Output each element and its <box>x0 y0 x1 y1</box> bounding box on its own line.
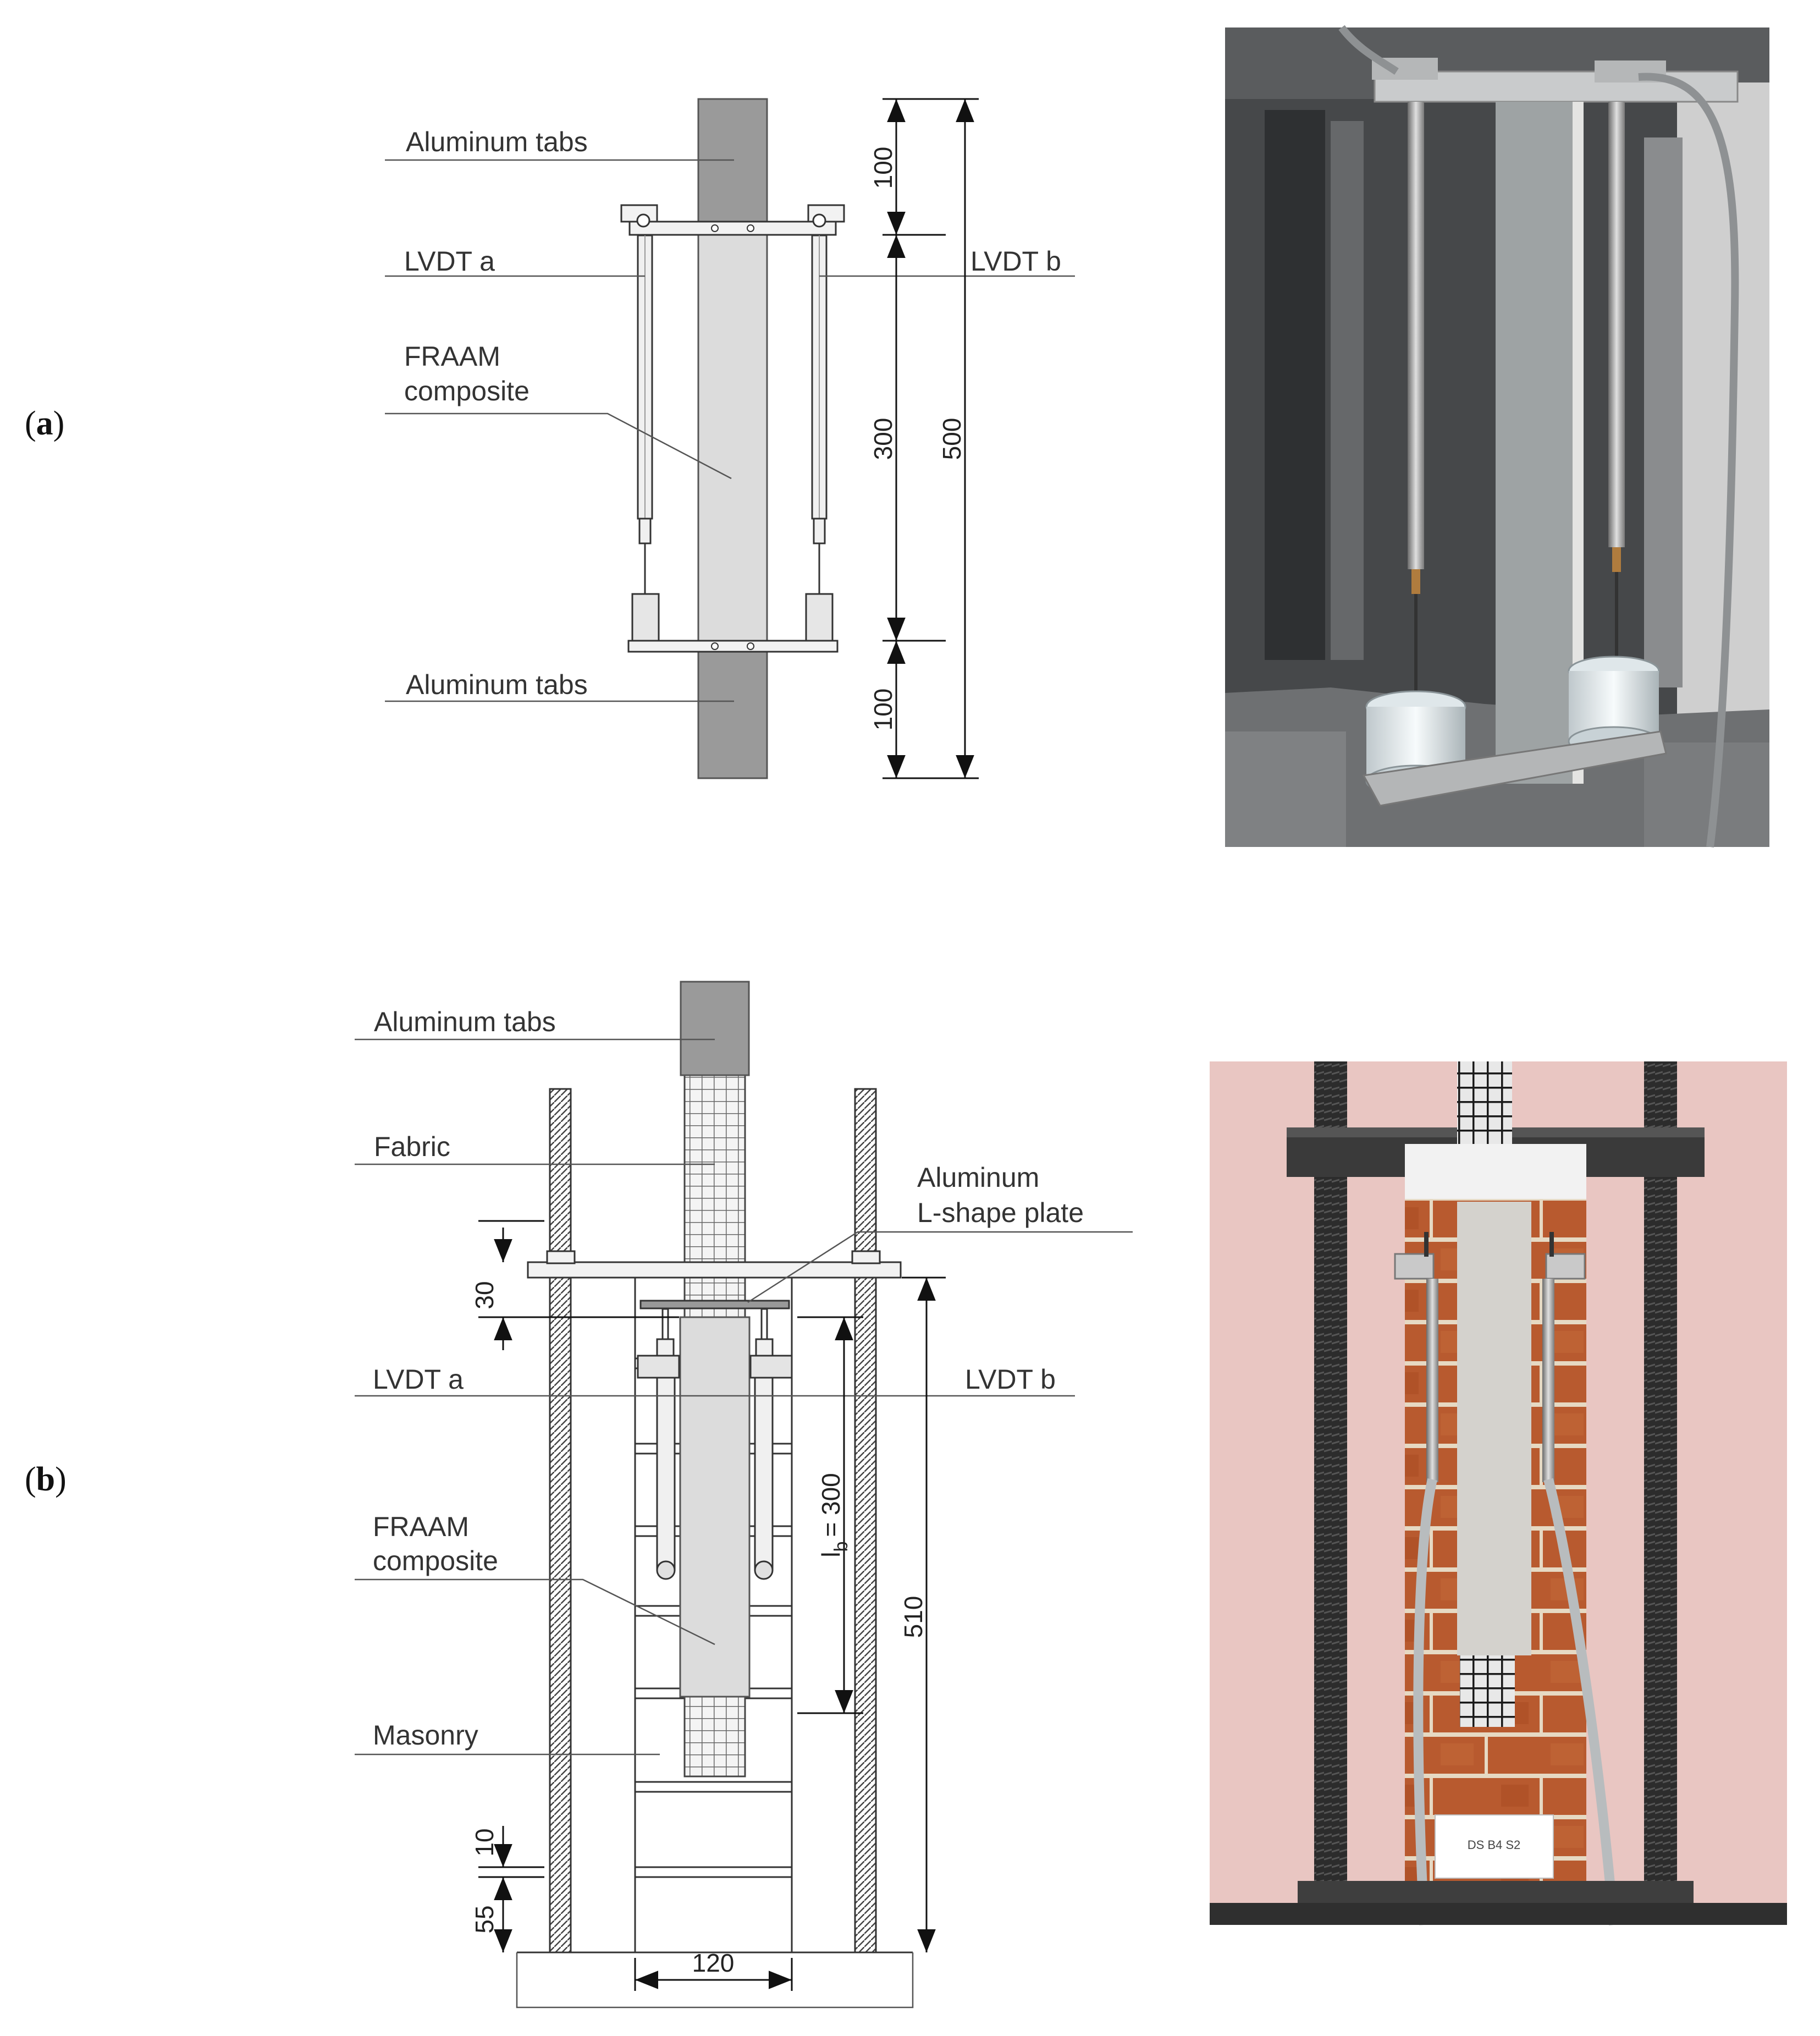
panel-label-b: (b) <box>25 1461 67 1498</box>
l-shape-plate <box>639 1300 790 1309</box>
leader-composite-a <box>385 412 732 480</box>
label-aluminum-tabs-b: Aluminum tabs <box>374 1006 556 1037</box>
aluminum-tab-bottom <box>697 640 768 779</box>
dim-b-30: 30 <box>470 1281 499 1309</box>
dim-a-bottom: 100 <box>869 689 897 731</box>
dimension-lines-b <box>478 1220 946 1991</box>
label-lvdt-b-a: LVDT b <box>970 246 1061 277</box>
lvdt-a-drawing <box>631 234 660 642</box>
dim-b-10: 10 <box>470 1828 499 1856</box>
aluminum-tab-top <box>697 98 768 235</box>
panel-letter-a: a <box>36 405 53 442</box>
dim-a-mid: 300 <box>869 418 897 460</box>
dim-b-55: 55 <box>470 1905 499 1933</box>
label-lvdt-b-b: LVDT b <box>965 1364 1056 1395</box>
dim-a-top: 100 <box>869 147 897 189</box>
specimen-tag-label: DS B4 S2 <box>1468 1838 1521 1852</box>
bottom-plate <box>627 640 839 653</box>
dim-b-bond-prefix: l <box>817 1552 845 1558</box>
top-clamp-bar <box>620 204 845 236</box>
threaded-rod-right <box>854 1088 877 1954</box>
panel-letter-b: b <box>36 1461 56 1498</box>
lvdt-a-drawing-b <box>637 1308 680 1580</box>
dim-b-bond-length: lb = 300 <box>817 1473 852 1558</box>
label-composite-a-1: FRAAM <box>404 341 500 372</box>
label-masonry-b: Masonry <box>373 1720 478 1751</box>
dimension-lines-a <box>883 98 979 779</box>
label-composite-b-1: FRAAM <box>373 1511 469 1542</box>
leader-composite-b <box>355 1578 715 1646</box>
label-lvdt-a-b: LVDT a <box>373 1364 464 1395</box>
cross-plate <box>527 1261 902 1279</box>
panel-label-a: (a) <box>25 405 65 442</box>
leader-plate-b <box>747 1231 1133 1303</box>
fraam-composite-strip <box>697 233 768 642</box>
panel-b-photo: DS B4 S2 <box>1210 1061 1787 1925</box>
lvdt-b-drawing <box>805 234 834 642</box>
dim-b-510: 510 <box>899 1596 928 1638</box>
label-plate-b-1: Aluminum <box>917 1162 1039 1193</box>
panel-a-drawing: Aluminum tabs LVDT a LVDT b FRAAM compos… <box>385 98 1075 779</box>
lvdt-b-drawing-b <box>749 1308 793 1580</box>
fraam-composite-b <box>679 1316 751 1698</box>
aluminum-tab-b <box>680 981 750 1076</box>
dim-b-120: 120 <box>692 1949 735 1977</box>
label-plate-b-2: L-shape plate <box>917 1197 1084 1228</box>
panel-a-photo <box>1225 25 1769 848</box>
label-composite-b-2: composite <box>373 1545 498 1576</box>
threaded-rod-left <box>549 1088 572 1954</box>
label-lvdt-a-a: LVDT a <box>404 246 495 277</box>
label-aluminum-tabs-bottom-a: Aluminum tabs <box>406 669 588 700</box>
label-fabric-b: Fabric <box>374 1131 450 1162</box>
label-aluminum-tabs-top-a: Aluminum tabs <box>406 126 588 157</box>
panel-b-drawing: Aluminum tabs Fabric Aluminum L-shape pl… <box>355 981 1133 2009</box>
dim-b-bond-value: = 300 <box>817 1473 845 1537</box>
label-composite-a-2: composite <box>404 376 530 406</box>
dim-b-bond-sub: b <box>831 1542 852 1552</box>
dim-a-total: 500 <box>937 418 966 460</box>
